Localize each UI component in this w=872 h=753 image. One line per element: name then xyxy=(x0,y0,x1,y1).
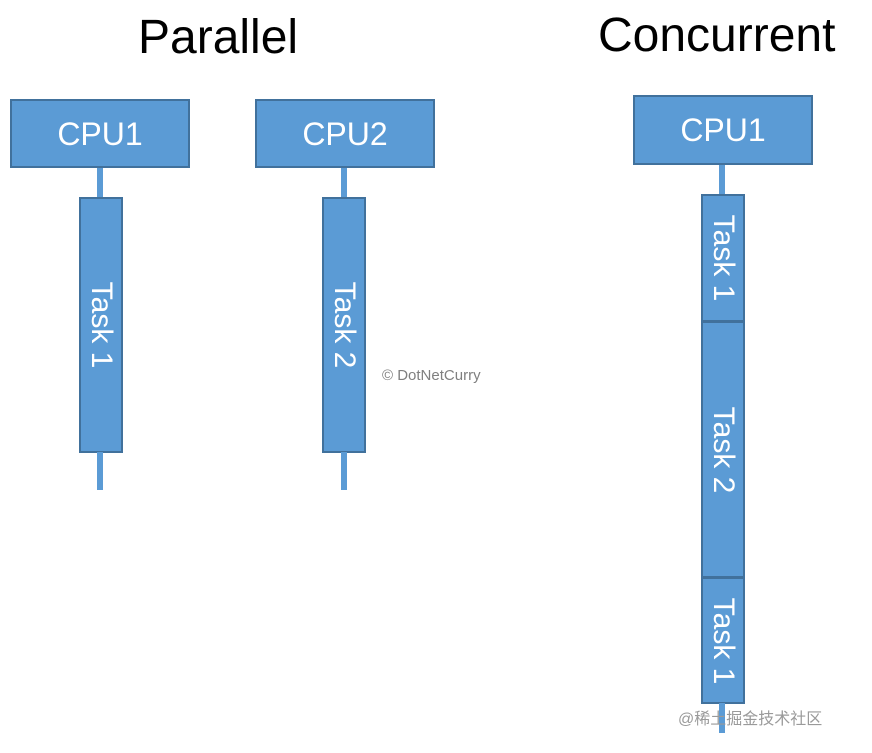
concurrent-heading: Concurrent xyxy=(598,9,836,62)
parallel-task1-label: Task 1 xyxy=(85,281,118,369)
parallel-task2-bar: Task 2 xyxy=(322,197,366,453)
parallel-heading: Parallel xyxy=(138,11,299,64)
parallel-cpu1-connector-top xyxy=(97,168,103,198)
concurrent-connector-bottom xyxy=(719,703,725,733)
concurrent-task-segment-3: Task 1 xyxy=(701,577,745,704)
parallel-cpu2-connector-bottom xyxy=(341,452,347,490)
dotnetcurry-watermark: © DotNetCurry xyxy=(382,367,481,384)
concurrent-connector-top xyxy=(719,165,725,195)
parallel-cpu2-box: CPU2 xyxy=(255,99,435,168)
parallel-cpu2-connector-top xyxy=(341,168,347,198)
concurrent-task-segment-2-label: Task 2 xyxy=(707,406,740,493)
concurrent-task-segment-1-label: Task 1 xyxy=(707,214,740,302)
juejin-watermark: @稀土掘金技术社区 xyxy=(678,711,823,728)
parallel-cpu1-box: CPU1 xyxy=(10,99,190,168)
concurrent-task-segment-3-label: Task 1 xyxy=(707,597,740,684)
concurrent-cpu1-box: CPU1 xyxy=(633,95,813,165)
parallel-task2-label: Task 2 xyxy=(328,281,361,369)
concurrent-task-segment-1: Task 1 xyxy=(701,194,745,322)
parallel-task1-bar: Task 1 xyxy=(79,197,123,453)
concurrent-task-segment-2: Task 2 xyxy=(701,321,745,578)
parallel-cpu1-connector-bottom xyxy=(97,452,103,490)
